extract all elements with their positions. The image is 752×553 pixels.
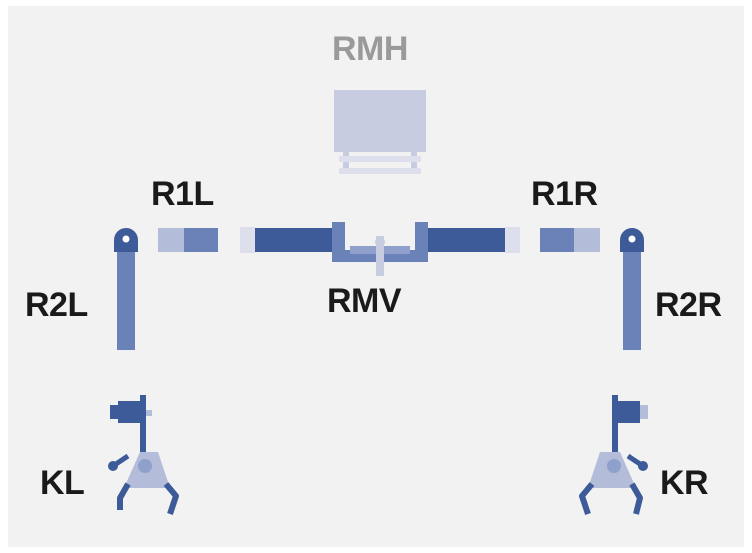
r2l-part	[114, 228, 138, 350]
label-kr: KR	[660, 464, 709, 502]
r2r-part	[620, 228, 644, 350]
rmv-part	[240, 222, 520, 276]
label-r2r: R2R	[655, 286, 722, 324]
label-rmv: RMV	[327, 282, 402, 320]
label-rmh: RMH	[332, 30, 408, 68]
kr-part	[579, 395, 648, 515]
r1l-part	[158, 228, 218, 252]
rmh-part	[334, 90, 426, 174]
kl-part	[108, 395, 179, 515]
r1r-part	[540, 228, 600, 252]
label-kl: KL	[40, 464, 85, 502]
label-r1l: R1L	[151, 175, 214, 213]
label-r2l: R2L	[25, 286, 88, 324]
label-r1r: R1R	[531, 175, 598, 213]
